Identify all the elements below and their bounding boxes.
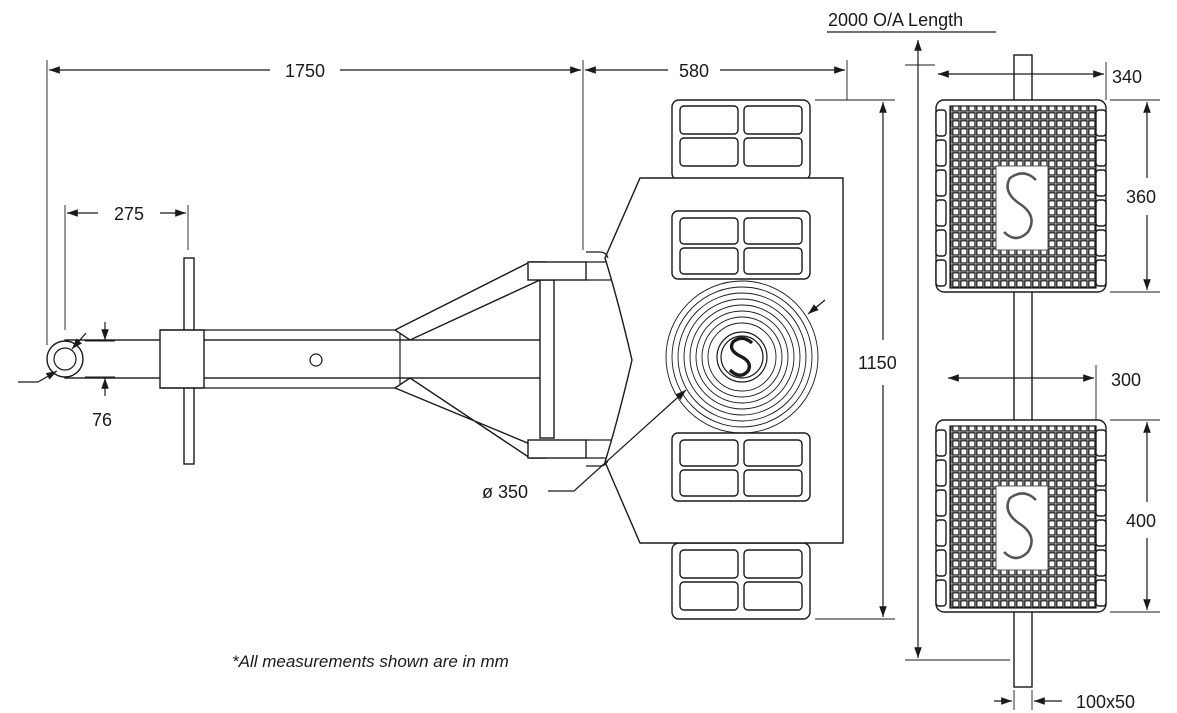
measurement-note: *All measurements shown are in mm xyxy=(232,652,509,671)
skate-width-label: 1150 xyxy=(858,353,897,373)
beam-section-label: 100x50 xyxy=(1076,692,1135,712)
a-frame-lower-arm xyxy=(393,377,546,459)
roller-pad-upper xyxy=(935,99,1107,293)
dimension-lines xyxy=(18,31,1160,710)
logo-s-icon xyxy=(1003,172,1037,240)
tow-bar xyxy=(46,60,848,465)
handle-offset-label: 275 xyxy=(114,204,144,224)
roller-pad-top xyxy=(671,99,811,181)
roller-pad-length-bottom-label: 400 xyxy=(1126,511,1156,531)
roller-pad-lower-inner xyxy=(671,432,811,502)
roller-pad-width-label: 340 xyxy=(1112,67,1142,87)
roller-pad-upper-inner xyxy=(671,210,811,280)
draw-bar xyxy=(64,339,546,379)
roller-pad-lower xyxy=(935,419,1107,613)
logo-s-icon xyxy=(1003,492,1037,560)
overall-length-label: 2000 O/A Length xyxy=(828,10,963,30)
roller-pad-side-view xyxy=(935,54,1107,688)
roller-pad-spacing-label: 300 xyxy=(1111,370,1141,390)
eye-diameter-label: 76 xyxy=(92,410,112,430)
logo-s-icon xyxy=(728,336,754,377)
roller-pad-length-top-label: 360 xyxy=(1126,187,1156,207)
cross-member xyxy=(539,279,555,439)
roller-pad-bottom xyxy=(671,542,811,620)
tow-eye xyxy=(46,340,84,378)
skate-top-view xyxy=(586,99,844,620)
a-frame-upper-arm xyxy=(393,261,546,341)
handle-clamp xyxy=(159,329,205,389)
tow-bar-length-label: 1750 xyxy=(285,61,325,81)
skate-length-label: 580 xyxy=(679,61,709,81)
turntable xyxy=(665,280,819,434)
turntable-diameter-label: ø 350 xyxy=(482,482,528,502)
pin-hole xyxy=(309,353,323,367)
